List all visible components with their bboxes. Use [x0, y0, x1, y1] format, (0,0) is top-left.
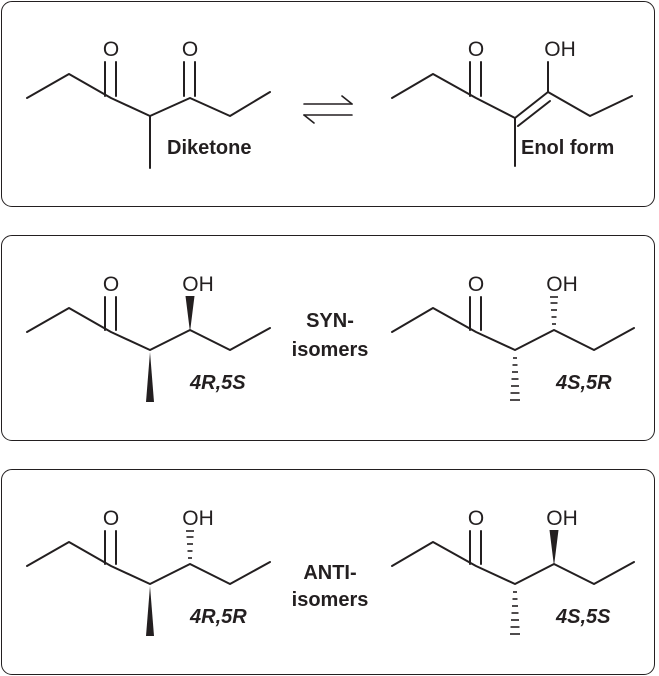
anti-4r5r-structure: O OH 4R,5R [26, 507, 271, 636]
hydroxyl-group: OH [546, 507, 578, 530]
syn-4r5s-structure: O OH 4R,5S [26, 273, 271, 402]
oxygen-atom: O [468, 507, 484, 530]
wedge-bond [549, 530, 559, 566]
diketone-structure: O O Diketone [26, 38, 271, 169]
oxygen-atom: O [468, 273, 484, 296]
equilibrium-arrows [303, 95, 353, 124]
oxygen-atom: O [182, 38, 198, 61]
stereo-config-label: 4S,5R [555, 372, 612, 394]
syn-isomers-panel [1, 235, 655, 441]
stereo-config-label: 4R,5S [189, 372, 246, 394]
svg-text:ANTI-: ANTI- [303, 562, 356, 584]
enol-form-label: Enol form [521, 137, 614, 159]
anti-4s5s-structure: O OH 4S,5S [391, 507, 635, 635]
hashed-bond [510, 357, 520, 401]
enol-structure: O OH Enol form [391, 38, 633, 167]
wedge-bond [146, 586, 154, 636]
diketone-label: Diketone [167, 137, 251, 159]
hydroxyl-group: OH [544, 38, 576, 61]
hydroxyl-group: OH [182, 507, 214, 530]
oxygen-atom: O [468, 38, 484, 61]
stereo-config-label: 4S,5S [555, 606, 611, 628]
hashed-bond [186, 530, 194, 559]
syn-4s5r-structure: O OH 4S,5R [391, 273, 635, 401]
syn-group-label: SYN- isomers [292, 310, 369, 361]
hashed-bond [510, 591, 520, 635]
svg-text:isomers: isomers [292, 339, 369, 361]
svg-text:SYN-: SYN- [306, 310, 354, 332]
hydroxyl-group: OH [546, 273, 578, 296]
svg-text:isomers: isomers [292, 589, 369, 611]
oxygen-atom: O [103, 38, 119, 61]
oxygen-atom: O [103, 507, 119, 530]
stereo-config-label: 4R,5R [189, 606, 247, 628]
oxygen-atom: O [103, 273, 119, 296]
wedge-bond [146, 352, 154, 402]
hydroxyl-group: OH [182, 273, 214, 296]
wedge-bond [185, 296, 195, 332]
anti-isomers-panel [1, 469, 655, 675]
anti-group-label: ANTI- isomers [292, 562, 369, 611]
hashed-bond [550, 296, 558, 325]
